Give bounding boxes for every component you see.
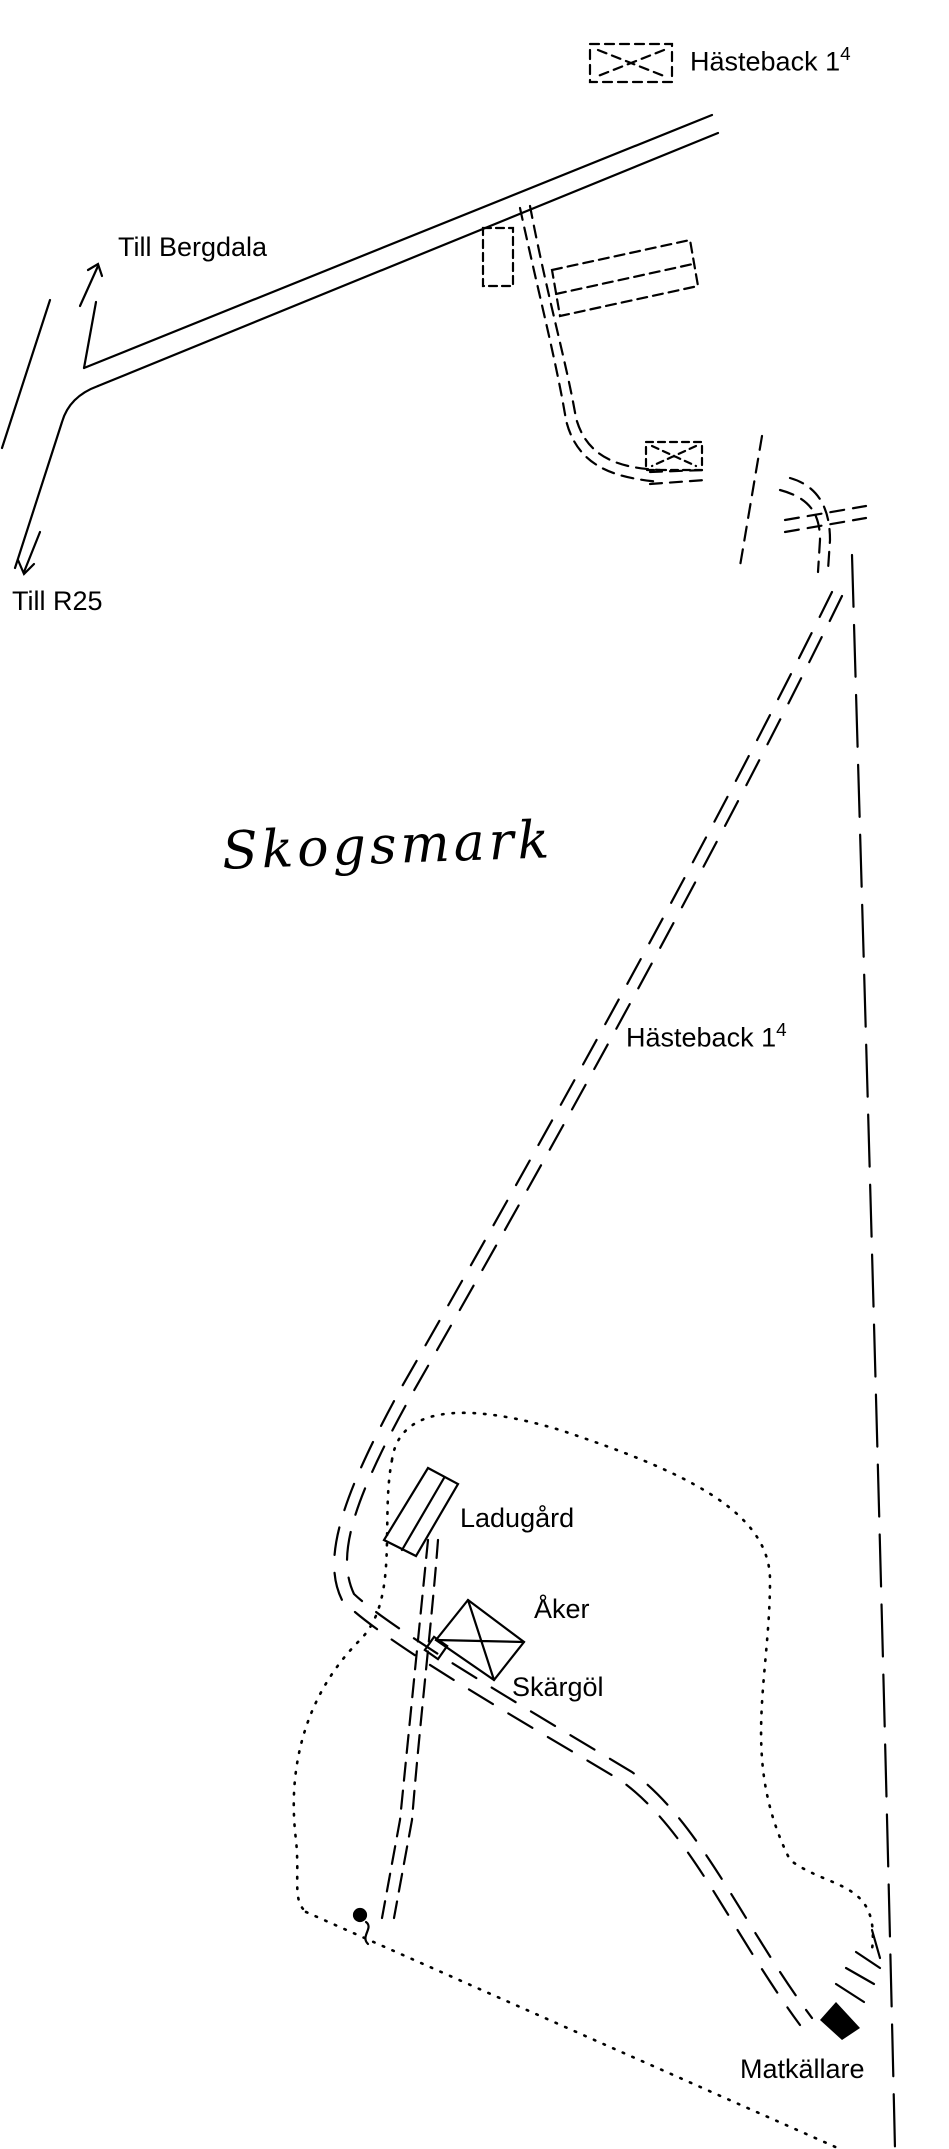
label-barn: Ladugård: [460, 1503, 575, 1533]
track-to-well: [380, 1538, 440, 1920]
label-cellar: Matkällare: [740, 2054, 865, 2084]
label-to-bergdala: Till Bergdala: [118, 232, 268, 262]
label-pond: Skärgöl: [512, 1672, 604, 1702]
cellar-hatch: [834, 1928, 882, 2004]
main-track: [333, 590, 844, 2027]
field-boundary: [292, 1411, 875, 2149]
track-north: [518, 204, 707, 486]
main-road: [0, 113, 720, 570]
arrow-to-r25-icon: [16, 530, 42, 576]
label-to-r25: Till R25: [12, 586, 103, 616]
cellar-icon: [820, 2002, 860, 2040]
small-building-icon: [481, 226, 515, 288]
label-hasteback-top: Hästeback 14: [690, 44, 851, 77]
barn-icon: [382, 1466, 460, 1558]
label-forest: Skogsmark: [221, 810, 555, 882]
track-east-top: [738, 434, 868, 574]
arrow-to-bergdala-icon: [78, 262, 104, 308]
label-hasteback-mid: Hästeback 14: [626, 1020, 787, 1053]
field-plot-icon: [423, 1598, 526, 1682]
label-field: Åker: [534, 1594, 590, 1624]
building-hasteback-top-icon: [588, 42, 674, 84]
east-boundary-line: [850, 553, 897, 2149]
long-building-icon: [550, 238, 700, 318]
well-icon: [352, 1907, 370, 1946]
ruin-building-icon: [644, 440, 704, 472]
